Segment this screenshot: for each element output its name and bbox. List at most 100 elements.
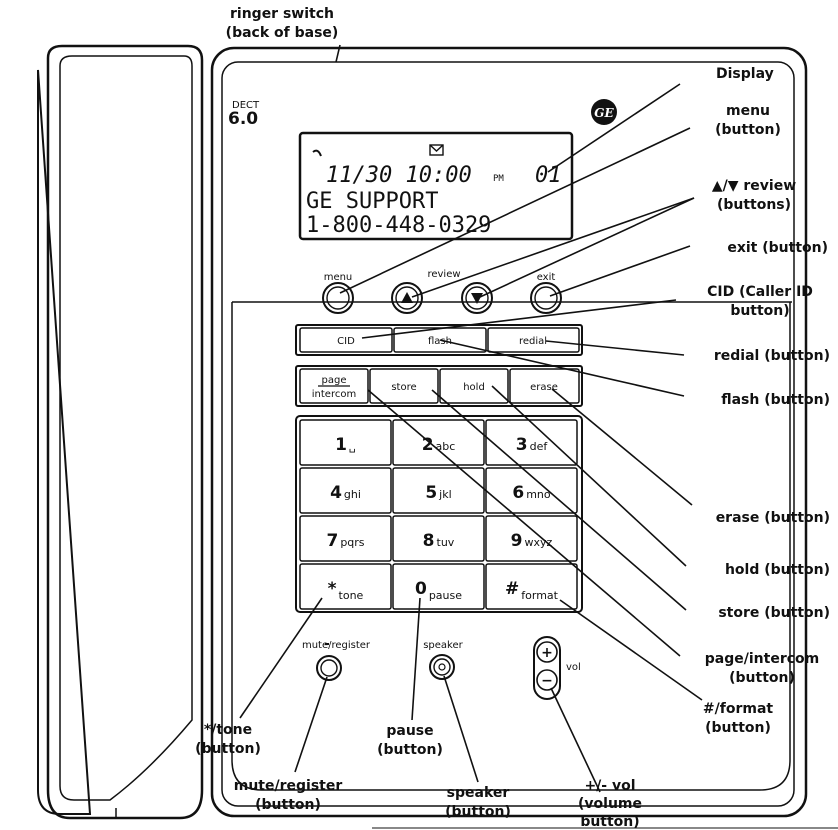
volume-minus-icon: − — [541, 673, 553, 689]
callout-menu: menu — [726, 103, 770, 119]
callout-vol-sub: (volume — [578, 796, 642, 812]
volume-down-button[interactable]: − — [536, 669, 558, 691]
ge-logo-text: GE — [594, 106, 614, 120]
callout-speaker: speaker — [447, 785, 510, 801]
dect-logo: 6.0 — [228, 109, 258, 129]
store-button-label: store — [391, 382, 416, 393]
handset-status-icon — [312, 149, 322, 157]
function-row-1: CID flash redial — [295, 324, 583, 356]
mute-register-button[interactable] — [316, 655, 342, 681]
callout-speaker-sub: (button) — [445, 804, 511, 820]
callout-redial: redial (button) — [714, 348, 830, 364]
callout-cid-sub: button) — [730, 303, 789, 319]
callout-page-intercom: page/intercom — [705, 651, 819, 667]
speaker-button[interactable] — [429, 654, 455, 680]
keypad-frame — [295, 415, 583, 613]
callout-flash: flash (button) — [721, 392, 830, 408]
ge-logo-icon: GE — [591, 99, 617, 125]
callout-ringer-switch-sub: (back of base) — [226, 25, 339, 41]
callout-cid: CID (Caller ID — [707, 284, 813, 300]
exit-label: exit — [537, 272, 556, 283]
callout-review: ▲/▼ review — [712, 178, 796, 194]
cid-button[interactable]: CID — [299, 327, 393, 353]
hold-button-label: hold — [463, 382, 485, 393]
base-outer — [210, 46, 808, 818]
review-down-button[interactable] — [461, 282, 493, 314]
vol-label: vol — [566, 662, 581, 673]
erase-button-label: erase — [530, 382, 558, 393]
callout-erase: erase (button) — [716, 510, 830, 526]
menu-button[interactable] — [322, 282, 354, 314]
keypad-key-0[interactable]: 1␣ — [299, 419, 392, 466]
callout-review-sub: (buttons) — [717, 197, 791, 213]
page-intercom-button[interactable]: page intercom — [299, 368, 369, 404]
callout-ringer-switch: ringer switch — [230, 6, 334, 22]
keypad-key-9[interactable]: *tone — [299, 563, 392, 610]
callout-mute-register-sub: (button) — [255, 797, 321, 813]
callout-format: #/format — [703, 701, 773, 717]
base-inner — [221, 61, 795, 807]
volume-up-button[interactable]: + — [536, 641, 558, 663]
hold-button[interactable]: hold — [439, 368, 509, 404]
speaker-label: speaker — [423, 640, 463, 651]
keypad-key-label: *tone — [328, 579, 364, 602]
phone-base: DECT 6.0 GE 11/30 10:00 PM 01 GE SUPPORT… — [210, 46, 808, 818]
handset-body — [46, 44, 204, 820]
lcd-line-3: 1-800-448-0329 — [306, 213, 491, 238]
keypad-key-label: 1␣ — [335, 435, 356, 455]
arrow-down-icon — [471, 293, 483, 304]
store-button[interactable]: store — [369, 368, 439, 404]
callout-menu-sub: (button) — [715, 122, 781, 138]
callout-store: store (button) — [718, 605, 830, 621]
exit-button[interactable] — [530, 282, 562, 314]
flash-button-label: flash — [428, 336, 452, 347]
review-up-button[interactable] — [391, 282, 423, 314]
mute-register-label: mute/register — [302, 640, 371, 651]
redial-button-label: redial — [519, 336, 547, 347]
redial-button[interactable]: redial — [487, 327, 580, 353]
callout-exit: exit (button) — [727, 240, 828, 256]
keypad-key-label: #format — [505, 579, 559, 602]
callout-vol-sub-2: button) — [580, 814, 639, 830]
page-label: page — [322, 375, 347, 386]
volume-rocker[interactable]: + − — [533, 636, 561, 700]
callout-page-intercom-sub: (button) — [729, 670, 795, 686]
dect-small-label: DECT — [232, 100, 260, 111]
arrow-up-icon — [401, 292, 413, 303]
lcd-pm-indicator: PM — [493, 174, 504, 184]
intercom-label: intercom — [312, 389, 356, 400]
erase-button[interactable]: erase — [509, 368, 580, 404]
callout-tone-sub: (button) — [195, 741, 261, 757]
message-envelope-icon — [429, 144, 444, 156]
menu-label: menu — [324, 272, 353, 283]
callout-format-sub: (button) — [705, 720, 771, 736]
volume-plus-icon: + — [541, 645, 553, 661]
lcd-message-count: 01 — [535, 163, 562, 188]
callout-tone: */tone — [204, 722, 252, 738]
speaker-icon — [438, 663, 446, 671]
callout-hold: hold (button) — [725, 562, 830, 578]
callout-pause: pause — [386, 723, 433, 739]
keypad-key-11[interactable]: #format — [485, 563, 578, 610]
review-label: review — [427, 269, 460, 280]
callout-mute-register: mute/register — [234, 778, 343, 794]
handset — [37, 44, 204, 820]
callout-vol: +/- vol — [584, 778, 635, 794]
